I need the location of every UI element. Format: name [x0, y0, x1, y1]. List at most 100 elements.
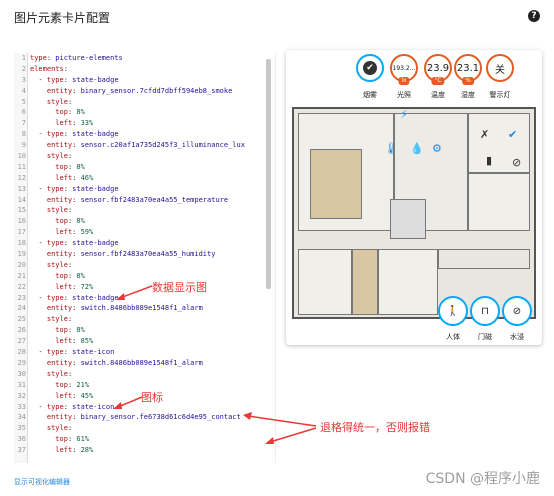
state-badge[interactable]: 23.9°C [424, 54, 452, 85]
editor-scrollbar[interactable] [266, 59, 271, 289]
line-text: left: 85% [55, 337, 94, 346]
code-line[interactable]: 30 style: [14, 369, 275, 380]
water-off-badge[interactable]: ⊘ [502, 296, 532, 326]
line-number: 37 [17, 446, 26, 455]
line-number: 20 [17, 260, 26, 269]
line-text: left: 45% [55, 391, 94, 400]
door-sensor-icon[interactable]: ▮ [486, 154, 493, 167]
state-badge[interactable]: 23.1% [454, 54, 482, 85]
code-line[interactable]: 3 - type: state-badge [14, 75, 275, 86]
code-line[interactable]: 31 top: 21% [14, 380, 275, 391]
line-text: entity: binary_sensor.fe6738d61c6d4e95_c… [46, 413, 241, 422]
thermometer-icon[interactable]: 🌡 [384, 142, 398, 155]
line-text: top: 8% [55, 162, 85, 171]
line-number: 36 [17, 435, 26, 444]
code-line[interactable]: 33 - type: state-icon [14, 402, 275, 413]
code-line[interactable]: 14 entity: sensor.fbf2483a70ea4a55_tempe… [14, 195, 275, 206]
code-line[interactable]: 4 entity: binary_sensor.7cfdd7dbff594eb8… [14, 86, 275, 97]
line-number-gutter [14, 53, 28, 463]
line-text: - type: state-badge [38, 184, 119, 193]
code-line[interactable]: 25 style: [14, 314, 275, 325]
code-line[interactable]: 5 style: [14, 97, 275, 108]
code-line[interactable]: 34 entity: binary_sensor.fe6738d61c6d4e9… [14, 412, 275, 423]
line-text: - type: state-icon [38, 402, 115, 411]
code-line[interactable]: 19 entity: sensor.fbf2483a70ea4a55_humid… [14, 249, 275, 260]
line-number: 15 [17, 206, 26, 215]
line-number: 7 [21, 119, 26, 128]
line-text: style: [46, 315, 73, 324]
show-visual-editor-link[interactable]: 显示可视化编辑器 [14, 478, 70, 486]
line-number: 4 [21, 86, 26, 95]
badge-label: 光照 [397, 91, 411, 99]
annotation-data-display: 数据显示图 [152, 281, 207, 294]
badge-unit: °C [431, 77, 445, 85]
code-line[interactable]: 13 - type: state-badge [14, 184, 275, 195]
line-number: 32 [17, 391, 26, 400]
code-line[interactable]: 12 left: 46% [14, 173, 275, 184]
code-line[interactable]: 36 top: 61% [14, 434, 275, 445]
code-line[interactable]: 8 - type: state-badge [14, 129, 275, 140]
line-text: - type: state-badge [38, 293, 119, 302]
code-line[interactable]: 7 left: 33% [14, 118, 275, 129]
water-drop-icon[interactable]: 💧 [410, 142, 424, 155]
check-circle-icon[interactable]: ✔ [508, 128, 518, 141]
code-line[interactable]: 18 - type: state-badge [14, 238, 275, 249]
code-line[interactable]: 22 left: 72% [14, 282, 275, 293]
line-text: style: [46, 152, 73, 161]
code-line[interactable]: 24 entity: switch.8486bb089e1548f1_alarm [14, 303, 275, 314]
line-number: 31 [17, 380, 26, 389]
gear-icon[interactable]: ⚙ [432, 142, 442, 155]
code-line[interactable]: 20 style: [14, 260, 275, 271]
arrows-to-indentation [243, 412, 317, 444]
code-line[interactable]: 35 style: [14, 423, 275, 434]
motion-off-icon[interactable]: ✗ [480, 128, 490, 141]
line-text: style: [46, 206, 73, 215]
line-number: 22 [17, 282, 26, 291]
badge-label: 人体 [446, 333, 460, 341]
code-line[interactable]: 29 entity: switch.8486bb089e1548f1_alarm [14, 358, 275, 369]
check-icon: ✔ [363, 61, 377, 75]
badge-value: 23.1 [456, 62, 480, 74]
code-line[interactable]: 9 entity: sensor.c20af1a735d245f3_illumi… [14, 140, 275, 151]
alarm-bolt-icon[interactable]: ⚡ [400, 108, 408, 121]
badge-value: 193.2... [392, 64, 416, 72]
code-line[interactable]: 32 left: 45% [14, 391, 275, 402]
water-off-icon: ⊘ [512, 305, 522, 317]
code-line[interactable]: 17 left: 59% [14, 227, 275, 238]
line-number: 33 [17, 402, 26, 411]
state-badge[interactable]: 关 [486, 54, 514, 82]
code-line[interactable]: 26 top: 8% [14, 325, 275, 336]
line-number: 9 [21, 141, 26, 150]
code-line[interactable]: 37 left: 28% [14, 445, 275, 456]
help-icon[interactable]: ? [528, 10, 540, 22]
code-line[interactable]: 10 style: [14, 151, 275, 162]
walk-badge[interactable]: 🚶 [438, 296, 468, 326]
line-text: left: 28% [55, 446, 94, 455]
code-line[interactable]: 27 left: 85% [14, 336, 275, 347]
code-line[interactable]: 23 - type: state-badge [14, 293, 275, 304]
annotation-icon: 图标 [141, 391, 163, 404]
code-line[interactable]: 28 - type: state-icon [14, 347, 275, 358]
line-text: entity: binary_sensor.7cfdd7dbff594eb8_s… [46, 86, 233, 95]
code-line[interactable]: 16 top: 8% [14, 216, 275, 227]
line-number: 16 [17, 217, 26, 226]
hall [352, 249, 378, 315]
state-badge[interactable]: 193.2...lx [390, 54, 418, 85]
code-line[interactable]: 11 top: 8% [14, 162, 275, 173]
state-badge[interactable]: ✔ [356, 54, 384, 82]
line-number: 8 [21, 130, 26, 139]
code-line[interactable]: 21 top: 8% [14, 271, 275, 282]
code-line[interactable]: 6 top: 8% [14, 107, 275, 118]
floor-plan-image [292, 107, 536, 319]
water-off-icon[interactable]: ⊘ [512, 156, 522, 169]
code-line[interactable]: 15 style: [14, 205, 275, 216]
badge-label: 警示灯 [489, 91, 511, 99]
line-text: left: 46% [55, 173, 94, 182]
door-badge[interactable]: ⊓ [470, 296, 500, 326]
line-number: 34 [17, 413, 26, 422]
line-text: type: picture-elements [30, 54, 123, 62]
